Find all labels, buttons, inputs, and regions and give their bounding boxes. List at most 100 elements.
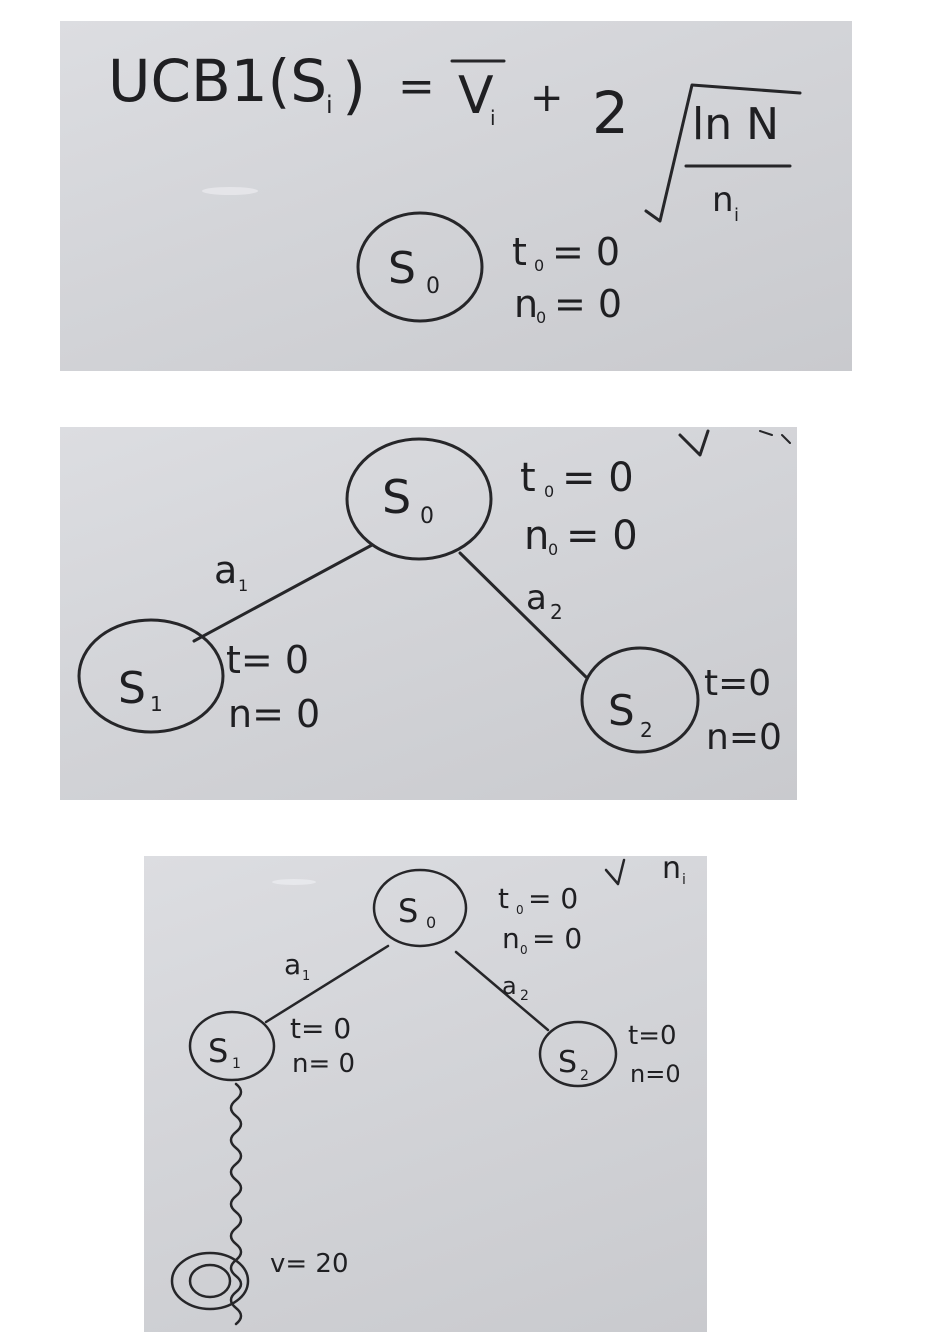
child-s2-label: S: [558, 1045, 577, 1080]
child-s1-t: t= 0: [226, 638, 309, 682]
root-node-label: S: [382, 470, 411, 524]
child-s2-circle: [538, 1020, 618, 1088]
edge-a2: [454, 950, 550, 1032]
edge-a2-label: a: [502, 972, 517, 1000]
child-s2-label: S: [608, 686, 635, 735]
child-s1-label-subscript: 1: [232, 1056, 241, 1072]
child-s2-t: t=0: [704, 663, 771, 704]
root-node-label: S: [398, 892, 418, 930]
formula-v-subscript: i: [490, 106, 496, 130]
root-stats: t 0 = 0 n 0 = 0: [512, 230, 622, 327]
child-s1-label: S: [118, 663, 146, 714]
root-n-subscript: 0: [548, 540, 558, 559]
root-node-circle: [372, 868, 468, 948]
rollout-value: v= 20: [270, 1249, 349, 1279]
formula-lhs-close: ): [342, 49, 366, 122]
child-s1-label: S: [208, 1032, 228, 1070]
root-n-value: = 0: [566, 513, 638, 559]
root-t-var: t: [498, 882, 509, 915]
child-s1-t: t= 0: [290, 1012, 351, 1045]
root-t-value: = 0: [528, 882, 578, 915]
child-s2-n: n=0: [706, 717, 782, 758]
formula-denominator-subscript: i: [734, 205, 739, 226]
child-node-s2: S 2 t=0 n=0: [580, 646, 782, 758]
formula-lhs: UCB1(S: [108, 47, 327, 115]
edge-label-a2: a 2: [526, 578, 563, 624]
child-s1-circle: [188, 1010, 276, 1082]
child-s1-circle: [77, 618, 225, 734]
child-s1-n: n= 0: [292, 1049, 355, 1079]
formula-drawing: UCB1(S i ) = V i + 2 ln N n i S 0 t 0 = …: [108, 47, 802, 327]
ni-fragment: [759, 430, 791, 444]
terminal-node-inner-circle: [188, 1263, 232, 1299]
formula-lhs-subscript: i: [326, 91, 333, 119]
edge-a1: [264, 944, 390, 1024]
root-t-subscript: 0: [534, 256, 544, 275]
formula-equals: =: [398, 61, 435, 112]
sqrt-ni-fragment-subscript: i: [682, 872, 686, 888]
edge-a2: [458, 551, 588, 679]
terminal-node: [170, 1251, 250, 1311]
child-s2-label-subscript: 2: [640, 718, 653, 742]
root-stats: t 0 = 0 n 0 = 0: [498, 882, 582, 957]
root-node-label-subscript: 0: [426, 274, 440, 299]
sqrt-ni-fragment: n: [662, 856, 681, 886]
child-s1-label-subscript: 1: [150, 692, 163, 716]
expansion-drawing: S 0 t 0 = 0 n 0 = 0 a 1 a 2 S 1 t= 0 n= …: [77, 429, 791, 758]
formula-numerator: ln N: [692, 99, 779, 150]
child-node-s2: S 2 t=0 n=0: [538, 1020, 681, 1088]
rollout-drawing: n i S 0 t 0 = 0 n 0 = 0 a 1 a 2 S 1: [170, 856, 686, 1326]
sqrt-fragment: [604, 858, 626, 886]
formula-coefficient: 2: [592, 79, 629, 147]
child-node-s1: S 1 t= 0 n= 0: [77, 618, 320, 736]
child-s2-n: n=0: [630, 1060, 681, 1088]
root-n-var: n: [502, 922, 520, 955]
root-n-subscript: 0: [536, 308, 546, 327]
child-s2-circle: [580, 646, 700, 754]
formula-plus: +: [530, 75, 564, 121]
edge-a2-subscript: 2: [550, 600, 563, 624]
formula-v: V: [458, 66, 494, 126]
root-t-subscript: 0: [516, 903, 524, 917]
root-n-value: = 0: [554, 282, 622, 326]
edge-a1: [192, 543, 374, 643]
edge-a1-subscript: 1: [302, 969, 310, 984]
root-node-circle: [356, 211, 484, 323]
ucb1-formula: UCB1(S i ) = V i + 2 ln N n i: [108, 47, 802, 226]
root-node-label-subscript: 0: [420, 504, 434, 529]
edge-label-a2: a 2: [502, 972, 529, 1004]
board-glare: [272, 879, 316, 885]
root-node-label: S: [388, 243, 416, 294]
board-panel-rollout: n i S 0 t 0 = 0 n 0 = 0 a 1 a 2 S 1: [144, 856, 707, 1332]
edge-a2-subscript: 2: [520, 988, 529, 1004]
root-n-var: n: [524, 513, 549, 559]
root-t-value: = 0: [562, 455, 634, 501]
root-node: S 0: [345, 437, 493, 561]
rollout-squiggle: [229, 1082, 243, 1326]
root-n-var: n: [514, 282, 538, 326]
root-node: S 0: [372, 868, 468, 948]
root-t-subscript: 0: [544, 482, 554, 501]
root-node: S 0: [356, 211, 484, 323]
child-s1-n: n= 0: [228, 692, 320, 736]
edge-a1-label: a: [284, 948, 301, 981]
edge-label-a1: a 1: [214, 548, 248, 595]
child-node-s1: S 1 t= 0 n= 0: [188, 1010, 355, 1082]
edge-label-a1: a 1: [284, 948, 310, 984]
board-panel-expansion: S 0 t 0 = 0 n 0 = 0 a 1 a 2 S 1 t= 0 n= …: [60, 427, 797, 800]
root-n-subscript: 0: [520, 943, 528, 957]
root-t-value: = 0: [552, 230, 620, 274]
root-t-var: t: [512, 230, 527, 274]
root-t-var: t: [520, 455, 536, 501]
child-s2-t: t=0: [628, 1021, 677, 1051]
sqrt-sign: [644, 83, 802, 223]
root-node-label-subscript: 0: [426, 913, 436, 932]
root-stats: t 0 = 0 n 0 = 0: [520, 455, 638, 559]
root-n-value: = 0: [532, 922, 582, 955]
board-panel-formula: UCB1(S i ) = V i + 2 ln N n i S 0 t 0 = …: [60, 21, 852, 371]
edge-a1-label: a: [214, 548, 237, 592]
child-s2-label-subscript: 2: [580, 1068, 589, 1084]
root-node-circle: [345, 437, 493, 561]
terminal-node-outer-circle: [170, 1251, 250, 1311]
board-glare: [202, 187, 258, 195]
